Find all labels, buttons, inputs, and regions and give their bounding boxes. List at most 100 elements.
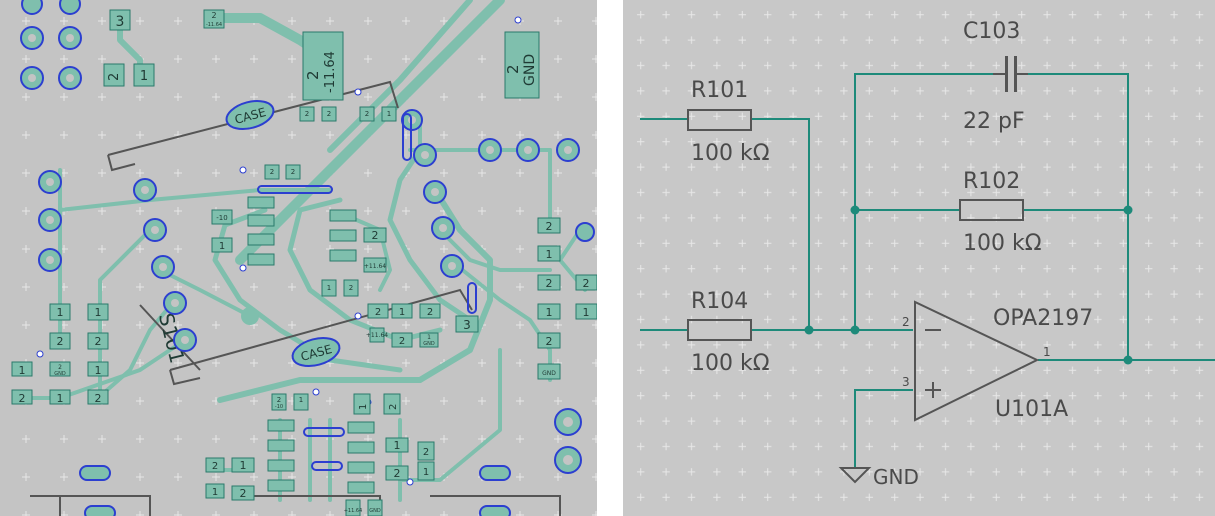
smd-pad[interactable]: 2 (321, 106, 337, 122)
via-hole[interactable] (38, 208, 62, 232)
smd-pad[interactable]: 1 (231, 457, 255, 473)
schematic-canvas[interactable]: R101 100 kΩ R104 100 kΩ R102 100 kΩ C103 (623, 0, 1215, 516)
capacitor-c103[interactable]: C103 22 pF (963, 19, 1028, 134)
via-hole[interactable] (21, 0, 43, 15)
case-pad-top[interactable]: CASE (223, 96, 276, 134)
via-hole[interactable] (143, 218, 167, 242)
smd-pad[interactable]: -10 (211, 209, 233, 225)
smd-pad[interactable] (267, 419, 295, 432)
smd-pad[interactable]: 1 (49, 303, 71, 321)
smd-pad[interactable]: 1 (293, 393, 309, 411)
via-hole[interactable] (241, 307, 259, 325)
big-pad-gnd[interactable]: 2 GND (504, 31, 540, 99)
resistor-r104[interactable]: R104 100 kΩ (687, 289, 770, 376)
smd-pad[interactable]: 2 (367, 303, 389, 319)
via-hole[interactable] (516, 138, 540, 162)
smd-pad[interactable]: 1 (381, 106, 397, 122)
smd-pad[interactable]: 1 (87, 361, 109, 377)
smd-pad[interactable]: GND (367, 499, 383, 516)
smd-pad[interactable]: 1 (321, 279, 337, 297)
smd-pad[interactable]: 2-10 (271, 393, 287, 411)
via-hole[interactable] (20, 66, 44, 90)
ground-symbol[interactable]: GND (838, 465, 919, 489)
via-hole[interactable] (554, 408, 582, 436)
via-hole[interactable] (133, 178, 157, 202)
smd-pad[interactable]: 1 (391, 303, 413, 319)
smd-pad[interactable]: 2 (87, 389, 109, 405)
smd-pad[interactable]: 2 (575, 274, 597, 291)
smd-pad[interactable]: 2 (363, 227, 387, 243)
via-hole[interactable] (38, 170, 62, 194)
smd-pad[interactable] (247, 214, 275, 227)
via-hole[interactable] (59, 0, 81, 15)
smd-pad[interactable]: +11.64 (363, 257, 387, 273)
smd-pad[interactable]: 1 (11, 361, 33, 377)
via-hole[interactable] (431, 216, 455, 240)
smd-pad[interactable]: 2 (419, 303, 441, 319)
smd-pad[interactable]: 2 (537, 217, 561, 234)
smd-pad[interactable] (267, 459, 295, 472)
via-hole[interactable] (20, 26, 44, 50)
smd-pad[interactable]: +11.64 (344, 499, 363, 516)
pcb-canvas[interactable]: S101 (0, 0, 597, 516)
smd-pad[interactable] (329, 249, 357, 262)
via-hole[interactable] (556, 138, 580, 162)
smd-pad[interactable]: 1 (417, 461, 435, 481)
smd-pad[interactable]: 2 (417, 441, 435, 461)
smd-pad[interactable]: 2 (359, 106, 375, 122)
via-hole[interactable] (173, 328, 197, 352)
smd-pad[interactable]: 2 (537, 332, 561, 349)
via-hole[interactable] (163, 291, 187, 315)
smd-pad[interactable]: 2 (285, 164, 301, 180)
smd-pad[interactable]: 1 (353, 393, 371, 415)
pcb-layout-view[interactable]: S101 (0, 0, 597, 516)
via-hole[interactable] (440, 254, 464, 278)
smd-pad[interactable] (329, 209, 357, 222)
via-hole[interactable] (58, 66, 82, 90)
smd-pad[interactable]: +11.64 (366, 327, 388, 343)
smd-pad[interactable] (267, 479, 295, 492)
big-pad-neg[interactable]: 2 -11.64 (302, 31, 344, 101)
via-hole[interactable] (151, 255, 175, 279)
smd-pad[interactable] (347, 421, 375, 434)
smd-pad[interactable]: 2 (205, 457, 225, 473)
smd-pad[interactable]: 1 (211, 237, 233, 253)
smd-pad[interactable]: 2 (231, 485, 255, 501)
smd-pad[interactable]: 2 (537, 274, 561, 291)
smd-pad[interactable]: 2 (87, 332, 109, 350)
smd-pad[interactable]: 2 (391, 332, 413, 348)
via-hole[interactable] (575, 222, 595, 242)
smd-pad[interactable] (347, 441, 375, 454)
resistor-r101[interactable]: R101 100 kΩ (687, 78, 770, 166)
smd-pad[interactable] (347, 461, 375, 474)
smd-pad[interactable] (329, 229, 357, 242)
smd-pad[interactable]: 2 (103, 63, 125, 87)
smd-pad[interactable]: 2 (343, 279, 359, 297)
via-hole[interactable] (58, 26, 82, 50)
via-hole[interactable] (478, 138, 502, 162)
resistor-r102[interactable]: R102 100 kΩ (959, 169, 1042, 256)
smd-pad[interactable]: 2 (264, 164, 280, 180)
smd-pad[interactable]: 1 (537, 245, 561, 262)
via-hole[interactable] (423, 180, 447, 204)
smd-pad[interactable]: 2 (299, 106, 315, 122)
smd-pad[interactable]: 1 (385, 437, 409, 453)
smd-pad[interactable] (247, 233, 275, 246)
smd-pad[interactable]: 1 (49, 389, 71, 405)
via-hole[interactable] (38, 248, 62, 272)
smd-pad[interactable]: 3 (109, 9, 131, 31)
smd-pad[interactable]: 1 (537, 303, 561, 320)
smd-pad[interactable]: 3 (455, 315, 479, 333)
smd-pad[interactable] (267, 439, 295, 452)
smd-pad[interactable]: 1 (575, 303, 597, 320)
smd-pad[interactable] (347, 481, 375, 494)
smd-pad[interactable]: 1 (205, 483, 225, 499)
smd-pad[interactable]: 2-11.64 (203, 9, 225, 29)
via-hole[interactable] (413, 143, 437, 167)
smd-pad[interactable]: 2 (385, 465, 409, 481)
via-hole[interactable] (554, 446, 582, 474)
opamp-u101a[interactable]: 2 3 1 OPA2197 U101A (902, 300, 1093, 422)
smd-pad[interactable]: 2 (49, 332, 71, 350)
